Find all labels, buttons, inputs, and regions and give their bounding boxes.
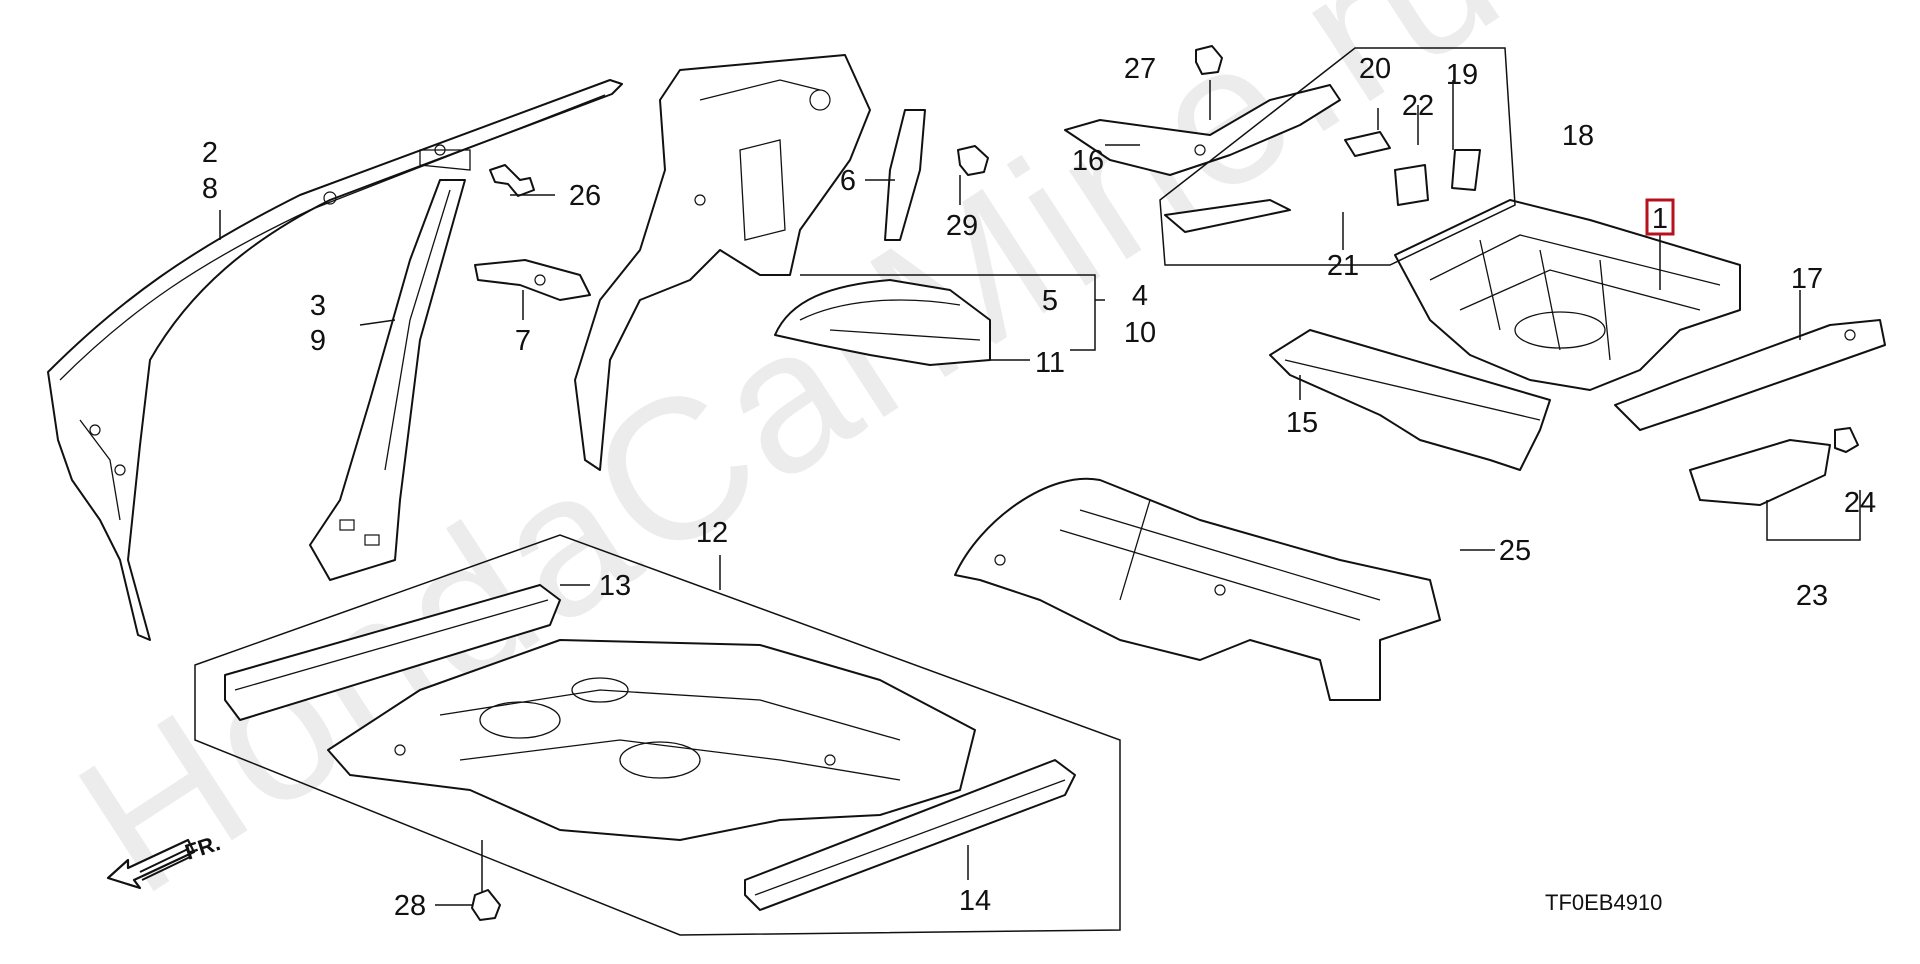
callout-25: 25 <box>1499 535 1531 567</box>
callout-17: 17 <box>1791 263 1823 295</box>
part-25-rear-frame <box>954 477 1441 701</box>
callout-labels: 2 8 3 9 26 7 6 29 4 10 5 11 27 16 20 19 … <box>202 53 1876 922</box>
part-12-front-floor <box>327 639 976 841</box>
part-23-extension <box>1689 439 1831 506</box>
part-7-bracket <box>474 259 591 301</box>
callout-9: 9 <box>310 325 326 357</box>
callout-8: 8 <box>202 173 218 205</box>
part-24-clip <box>1834 427 1859 453</box>
callout-22: 22 <box>1402 90 1434 122</box>
callout-1: 1 <box>1652 203 1668 235</box>
part-14-right-sill <box>744 759 1076 911</box>
part-6-brace <box>884 109 926 241</box>
part-16-crossmember <box>1064 84 1341 176</box>
part-2-8-roof-side-rail <box>47 79 623 641</box>
callout-26: 26 <box>569 180 601 212</box>
callout-12: 12 <box>696 517 728 549</box>
callout-23: 23 <box>1796 580 1828 612</box>
callout-18: 18 <box>1562 120 1594 152</box>
callout-11: 11 <box>1035 347 1065 379</box>
callout-7: 7 <box>515 325 531 357</box>
part-5-11-wheelhouse <box>774 279 991 366</box>
part-18-bracket-assembly <box>1164 131 1481 233</box>
callout-27: 27 <box>1124 53 1156 85</box>
dashed-group-frame-12 <box>194 534 1121 936</box>
callout-29: 29 <box>946 210 978 242</box>
part-15-rear-crossmember <box>1269 329 1551 471</box>
callout-21: 21 <box>1327 250 1359 282</box>
part-17-rear-frame-rail <box>1614 319 1886 431</box>
callout-16: 16 <box>1072 145 1104 177</box>
callout-24: 24 <box>1844 487 1876 519</box>
callout-3: 3 <box>310 290 326 322</box>
callout-10: 10 <box>1124 317 1156 349</box>
callout-2: 2 <box>202 137 218 169</box>
callout-4: 4 <box>1132 280 1148 312</box>
callout-5: 5 <box>1042 285 1058 317</box>
front-arrow-icon <box>106 838 196 890</box>
part-13-left-sill <box>224 584 561 721</box>
part-4-10-rear-inner-panel <box>574 54 871 471</box>
callout-1-highlighted: 1 <box>1645 198 1675 236</box>
diagram-code: TF0EB4910 <box>1545 890 1662 915</box>
callout-6: 6 <box>840 165 856 197</box>
callout-13: 13 <box>599 570 631 602</box>
part-3-9-b-pillar <box>309 179 466 581</box>
part-28-bolt <box>471 889 501 921</box>
callout-15: 15 <box>1286 407 1318 439</box>
dashed-group-frame-18 <box>1159 47 1516 266</box>
callout-14: 14 <box>959 885 991 917</box>
callout-20: 20 <box>1359 53 1391 85</box>
part-26-bolt <box>489 164 535 197</box>
part-27-bolt <box>1195 45 1223 75</box>
part-1-rear-floor-pan <box>1394 199 1741 391</box>
part-29-bolt <box>957 145 989 176</box>
callout-19: 19 <box>1446 59 1478 91</box>
callout-28: 28 <box>394 890 426 922</box>
